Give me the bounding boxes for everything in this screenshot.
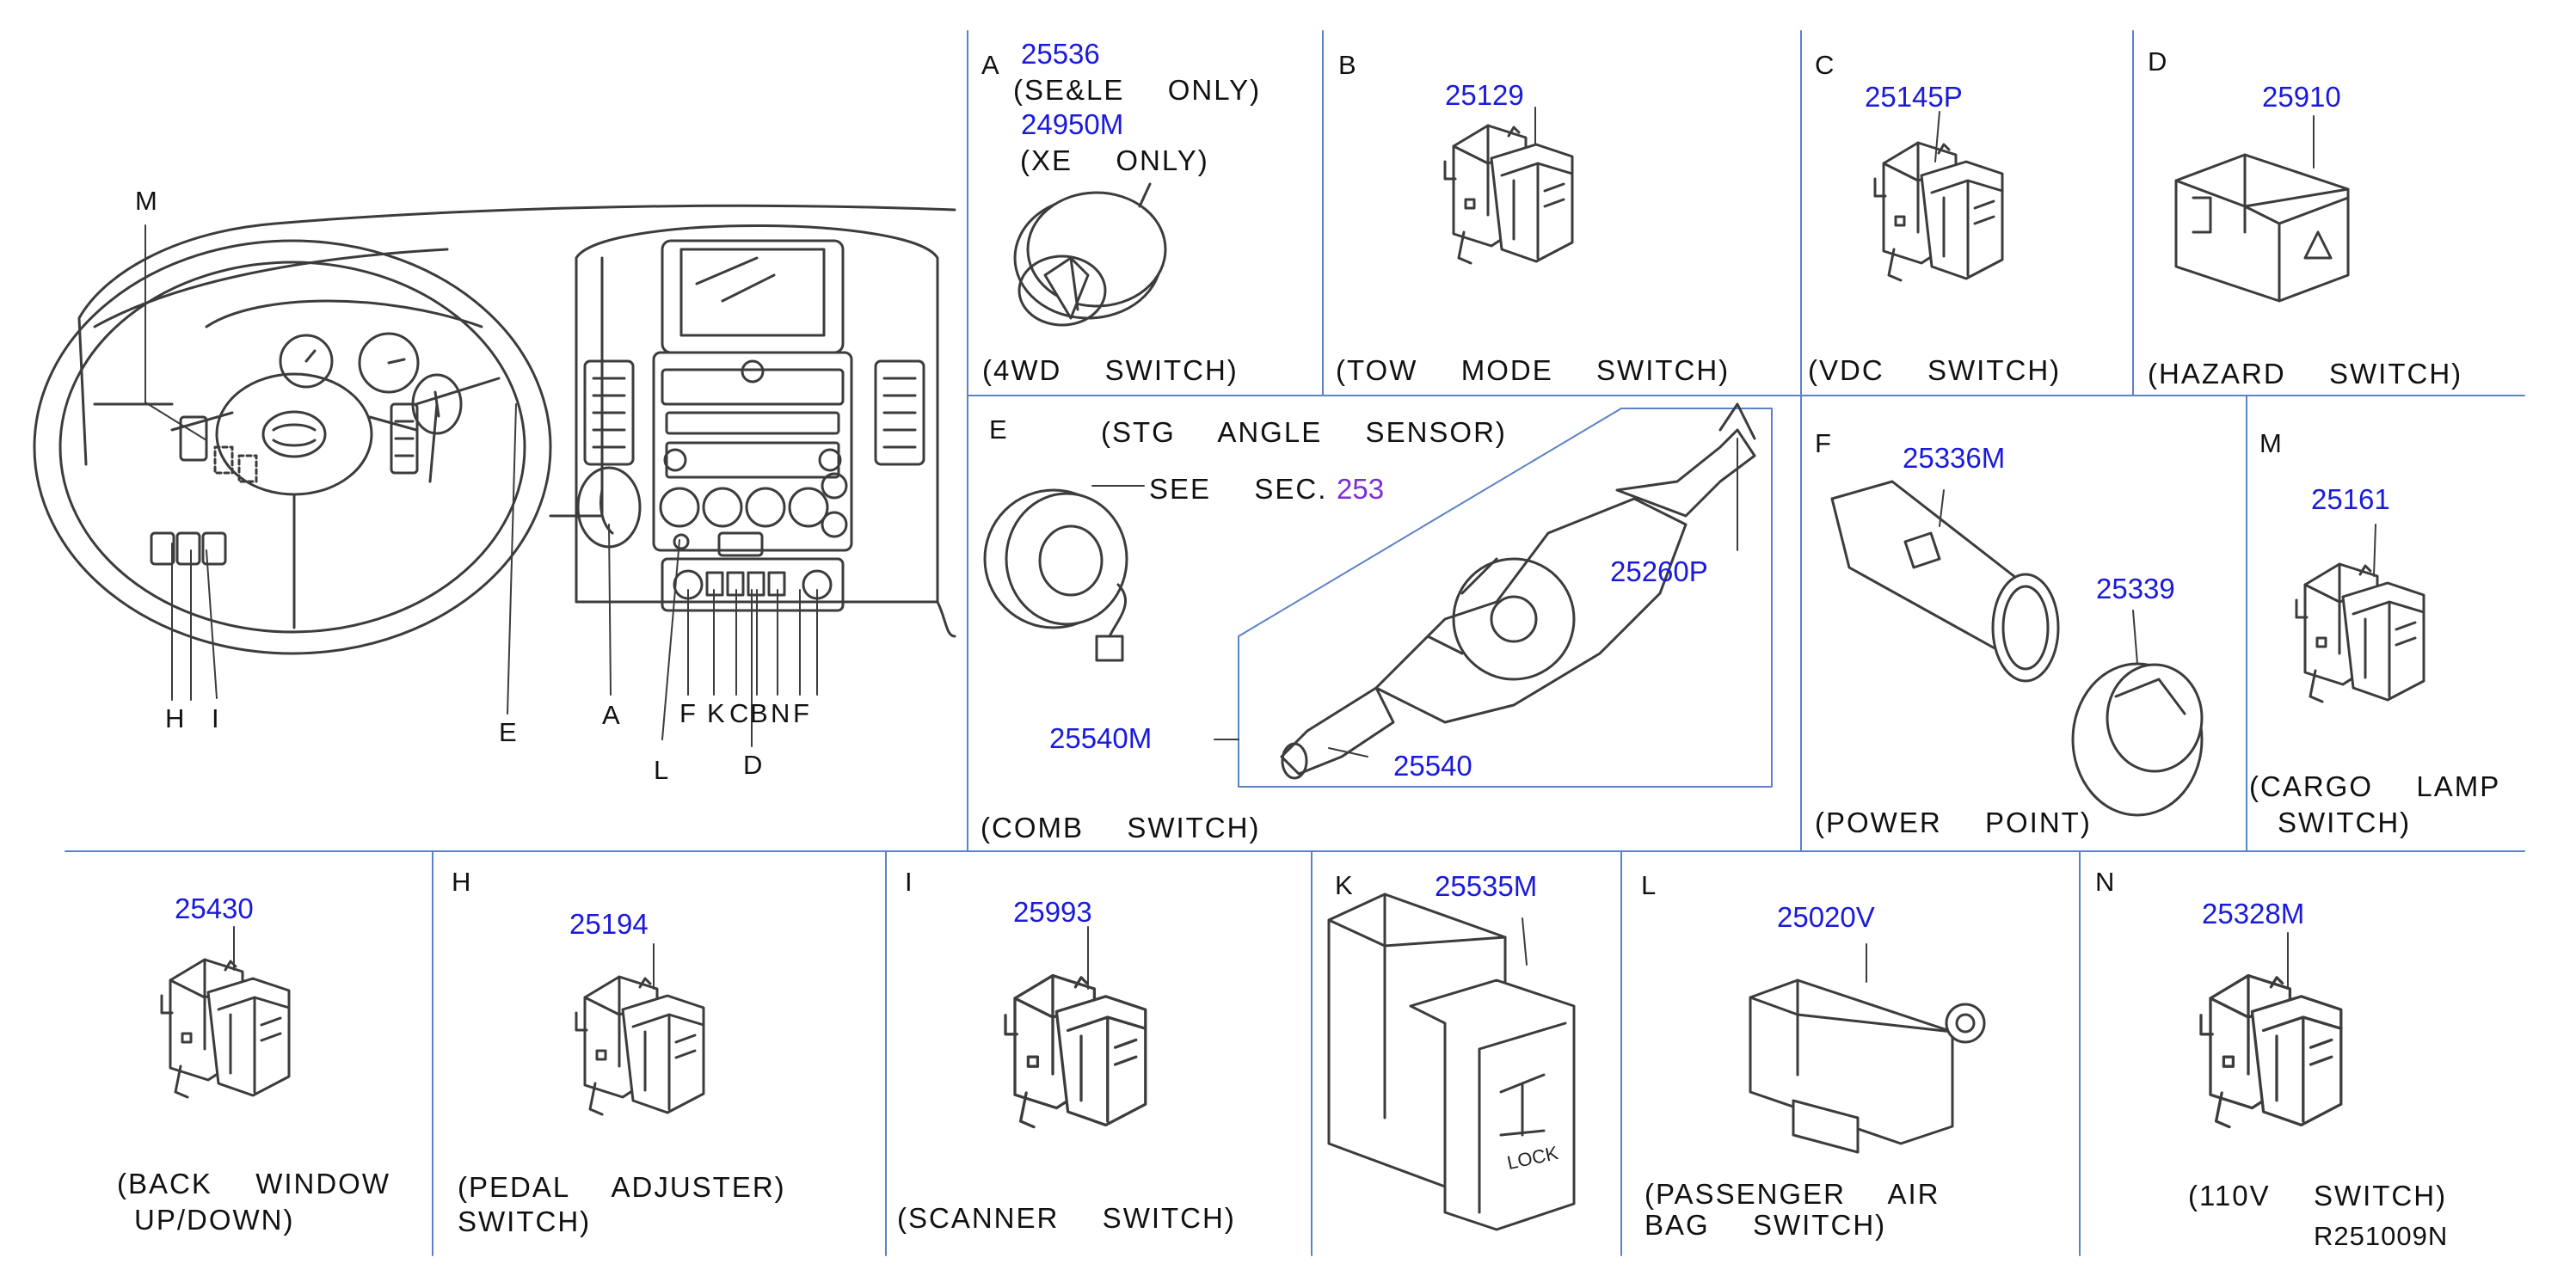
panel-k-letter: K bbox=[1335, 870, 1353, 900]
part-lock-switch bbox=[1327, 893, 1576, 1231]
part-number-25535m[interactable]: 25535M bbox=[1435, 870, 1538, 902]
caption-stg-angle-sensor: (STG ANGLE SENSOR) bbox=[1101, 416, 1507, 448]
callout-h: H bbox=[165, 703, 185, 733]
part-tow-mode-switch bbox=[1443, 124, 1574, 265]
part-4wd-switch bbox=[1013, 182, 1167, 327]
panel-n-letter: N bbox=[2095, 867, 2115, 897]
drawing-code: R251009N bbox=[2314, 1221, 2449, 1251]
caption-comb-switch: (COMB SWITCH) bbox=[981, 812, 1261, 844]
panel-e-letter: E bbox=[989, 414, 1007, 445]
note-xe-only: (XE ONLY) bbox=[1020, 144, 1209, 176]
panel-c-letter: C bbox=[1815, 50, 1835, 80]
panel-h-letter: H bbox=[452, 867, 471, 897]
caption-hazard-switch: (HAZARD SWITCH) bbox=[2148, 358, 2463, 390]
panel-d-letter: D bbox=[2148, 46, 2167, 77]
panel-l-letter: L bbox=[1641, 870, 1657, 900]
note-se-le-only: (SE&LE ONLY) bbox=[1013, 74, 1262, 106]
part-number-25430[interactable]: 25430 bbox=[175, 893, 254, 924]
caption-scanner-switch: (SCANNER SWITCH) bbox=[897, 1202, 1236, 1234]
part-combination-switch bbox=[1214, 402, 1773, 788]
callout-m: M bbox=[135, 186, 157, 216]
callout-l: L bbox=[654, 755, 669, 785]
part-number-25993[interactable]: 25993 bbox=[1013, 896, 1092, 928]
panel-b-letter: B bbox=[1338, 50, 1356, 80]
part-vdc-switch bbox=[1873, 141, 2004, 282]
part-number-25145p[interactable]: 25145P bbox=[1865, 81, 1963, 113]
caption-pedal-adjuster-line1: (PEDAL ADJUSTER) bbox=[458, 1171, 786, 1203]
part-back-window-switch bbox=[160, 958, 291, 1099]
part-number-25339[interactable]: 25339 bbox=[2096, 573, 2175, 604]
callout-d: D bbox=[743, 750, 763, 780]
caption-pedal-adjuster-line2: SWITCH) bbox=[458, 1205, 592, 1237]
caption-cargo-lamp-line1: (CARGO LAMP bbox=[2249, 770, 2501, 802]
caption-tow-mode-switch: (TOW MODE SWITCH) bbox=[1336, 354, 1731, 386]
callout-b: B bbox=[750, 698, 768, 728]
callout-a: A bbox=[602, 700, 620, 730]
callout-i: I bbox=[212, 703, 219, 733]
part-pedal-adjuster-switch bbox=[575, 975, 705, 1116]
part-number-25536[interactable]: 25536 bbox=[1021, 38, 1100, 70]
part-number-25194[interactable]: 25194 bbox=[569, 908, 649, 940]
part-number-25020v[interactable]: 25020V bbox=[1777, 901, 1875, 933]
part-number-25161[interactable]: 25161 bbox=[2311, 483, 2390, 515]
caption-4wd-switch: (4WD SWITCH) bbox=[982, 354, 1239, 386]
part-number-25129[interactable]: 25129 bbox=[1445, 79, 1524, 111]
caption-power-point: (POWER POINT) bbox=[1815, 807, 2092, 838]
caption-back-window-line2: UP/DOWN) bbox=[134, 1204, 295, 1236]
dashboard-drawing bbox=[33, 204, 956, 655]
section-ref-link[interactable]: 253 bbox=[1337, 473, 1385, 505]
part-number-25910[interactable]: 25910 bbox=[2262, 81, 2341, 113]
caption-back-window-line1: (BACK WINDOW bbox=[117, 1168, 390, 1199]
part-number-25540[interactable]: 25540 bbox=[1393, 750, 1472, 782]
part-power-point bbox=[1830, 480, 2204, 817]
part-scanner-switch bbox=[1004, 973, 1147, 1129]
part-hazard-switch bbox=[2174, 153, 2350, 303]
callout-f-right: F bbox=[793, 698, 809, 728]
callout-e: E bbox=[499, 717, 517, 747]
part-cargo-lamp-switch bbox=[2295, 562, 2425, 703]
see-section-label: SEE SEC. bbox=[1149, 473, 1328, 505]
caption-passenger-airbag-line1: (PASSENGER AIR bbox=[1645, 1178, 1940, 1210]
part-number-25260p[interactable]: 25260P bbox=[1610, 555, 1708, 587]
caption-110v-switch: (110V SWITCH) bbox=[2188, 1180, 2448, 1212]
panel-m-letter: M bbox=[2259, 428, 2282, 458]
part-number-25336m[interactable]: 25336M bbox=[1903, 442, 2006, 474]
callout-c: C bbox=[729, 698, 749, 728]
part-110v-switch bbox=[2199, 973, 2343, 1129]
part-passenger-airbag-switch bbox=[1749, 943, 1986, 1154]
callout-f-left: F bbox=[679, 698, 696, 728]
caption-passenger-airbag-line2: BAG SWITCH) bbox=[1645, 1209, 1887, 1241]
dash-leaders bbox=[144, 224, 818, 747]
caption-vdc-switch: (VDC SWITCH) bbox=[1808, 354, 2062, 386]
part-number-24950m[interactable]: 24950M bbox=[1021, 108, 1124, 140]
callout-k: K bbox=[707, 698, 725, 728]
panel-i-letter: I bbox=[905, 867, 913, 897]
part-number-25328m[interactable]: 25328M bbox=[2202, 898, 2305, 929]
caption-cargo-lamp-line2: SWITCH) bbox=[2278, 807, 2412, 838]
panel-f-letter: F bbox=[1815, 428, 1831, 458]
panel-dividers bbox=[65, 30, 2525, 1256]
panel-a-letter: A bbox=[981, 50, 999, 80]
part-stg-angle-sensor bbox=[983, 485, 1145, 662]
part-number-25540m[interactable]: 25540M bbox=[1049, 722, 1153, 754]
callout-n: N bbox=[771, 698, 790, 728]
